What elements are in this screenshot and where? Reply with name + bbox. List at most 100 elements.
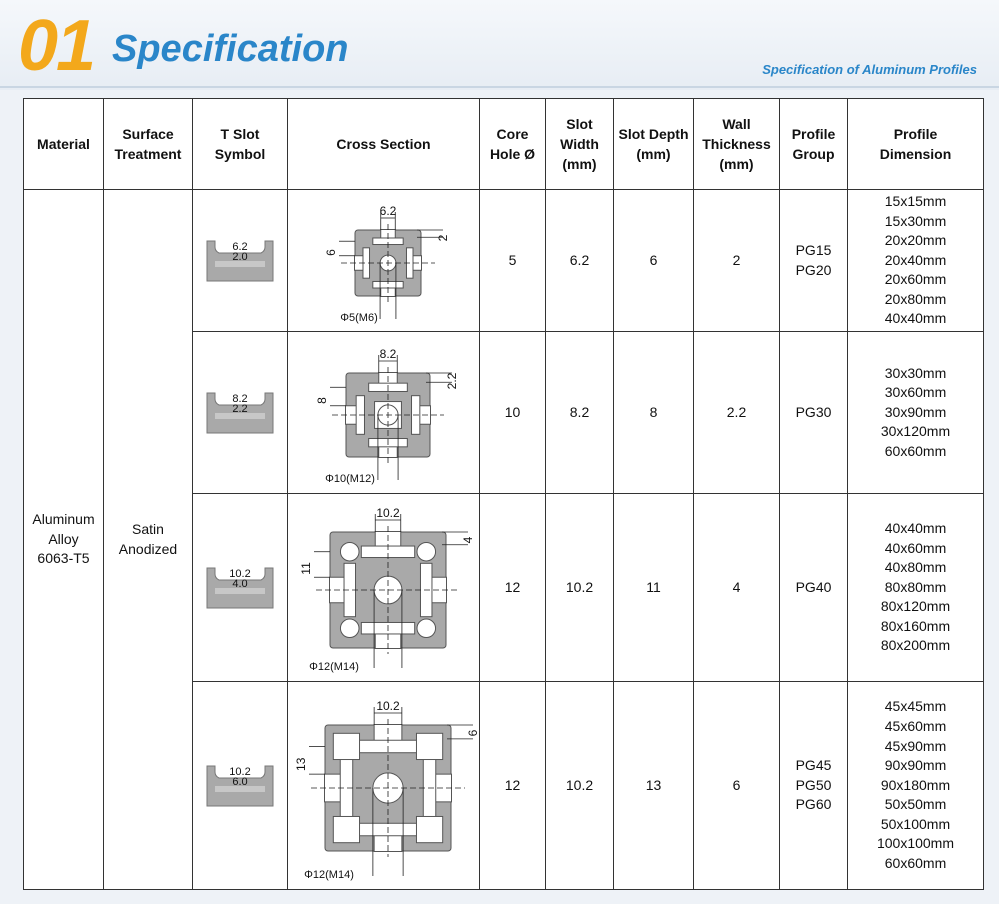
dim-width-label: 10.2 xyxy=(376,699,400,713)
profile-group-cell: PG45 PG50 PG60 xyxy=(779,681,848,890)
tslot-top-label: 10.2 xyxy=(229,568,250,580)
tslot-symbol-icon: 6.22.0 xyxy=(206,240,274,281)
profile-dimension-cell: 30x30mm 30x60mm 30x90mm 30x120mm 60x60mm xyxy=(847,331,984,494)
tslot-symbol-icon: 8.22.2 xyxy=(206,392,274,433)
col-header-material: Material xyxy=(23,98,104,190)
dim-width-label: 10.2 xyxy=(376,506,400,520)
dim-hole-label: Φ12(M14) xyxy=(304,869,354,881)
core-hole-cell: 12 xyxy=(479,493,546,682)
wall-thickness-cell: 2 xyxy=(693,189,780,332)
slot-width-cell: 6.2 xyxy=(545,189,614,332)
page-header: 01 Specification Specification of Alumin… xyxy=(0,0,999,90)
profile-corner-cavity xyxy=(332,815,360,843)
profile-corner-cavity xyxy=(415,732,443,760)
col-header-slot-depth: Slot Depth (mm) xyxy=(613,98,694,190)
profile-corner-hole xyxy=(416,541,436,562)
tslot-channel xyxy=(215,785,265,792)
dim-height-label: 11 xyxy=(299,561,313,574)
tslot-bottom-label: 4.0 xyxy=(232,578,247,590)
tslot-channel xyxy=(215,260,265,267)
header-divider xyxy=(0,86,999,88)
material-cell: Aluminum Alloy 6063-T5 xyxy=(23,189,104,890)
tslot-bottom-label: 6.0 xyxy=(232,776,247,788)
dim-depth-label: 4 xyxy=(461,536,475,543)
profile-corner-cavity xyxy=(332,732,360,760)
profile-corner-hole xyxy=(416,618,436,638)
wall-thickness-cell: 2.2 xyxy=(693,331,780,494)
core-hole-cell: 10 xyxy=(479,331,546,494)
dimension-lines xyxy=(329,354,452,480)
slot-width-cell: 10.2 xyxy=(545,681,614,890)
slot-depth-cell: 6 xyxy=(613,189,694,332)
profile-corner-hole xyxy=(339,618,360,638)
table-row: Aluminum Alloy 6063-T5 Satin Anodized 6.… xyxy=(23,189,984,890)
section-subtitle: Specification of Aluminum Profiles xyxy=(762,62,977,77)
dim-depth-label: 6 xyxy=(466,729,479,736)
dim-width-label: 8.2 xyxy=(379,347,396,361)
section-title: Specification xyxy=(112,28,349,70)
col-header-cross-section: Cross Section xyxy=(287,98,480,190)
col-header-surface: Surface Treatment xyxy=(103,98,193,190)
col-header-slot-width: Slot Width (mm) xyxy=(545,98,614,190)
profile-corner-cavity xyxy=(415,815,443,843)
tslot-symbol-icon: 10.24.0 xyxy=(206,567,274,608)
col-header-wall: Wall Thickness (mm) xyxy=(693,98,780,190)
section-number: 01 xyxy=(18,6,96,86)
surface-cell: Satin Anodized xyxy=(103,189,193,890)
profile-group-cell: PG30 xyxy=(779,331,848,494)
col-header-dimension: Profile Dimension xyxy=(847,98,984,190)
spec-table: Material Surface Treatment T Slot Symbol… xyxy=(23,98,984,890)
dimension-lines xyxy=(313,513,468,668)
dim-height-label: 8 xyxy=(315,396,329,403)
tslot-symbol-icon: 10.26.0 xyxy=(206,765,274,806)
dim-hole-label: Φ12(M14) xyxy=(309,661,359,673)
col-header-core-hole: Core Hole Ø xyxy=(479,98,546,190)
profile-dimension-cell: 15x15mm 15x30mm 20x20mm 20x40mm 20x60mm … xyxy=(847,189,984,332)
slot-depth-cell: 11 xyxy=(613,493,694,682)
wall-thickness-cell: 4 xyxy=(693,493,780,682)
dim-height-label: 13 xyxy=(294,757,308,771)
profile-group-cell: PG40 xyxy=(779,493,848,682)
tslot-top-label: 8.2 xyxy=(232,393,247,405)
tslot-top-label: 6.2 xyxy=(232,241,247,253)
table-header-row: Material Surface Treatment T Slot Symbol… xyxy=(23,98,984,190)
slot-width-cell: 8.2 xyxy=(545,331,614,494)
profile-corner-hole xyxy=(339,541,360,562)
tslot-bottom-label: 2.0 xyxy=(232,251,247,263)
tslot-channel xyxy=(215,412,265,419)
dim-width-label: 6.2 xyxy=(379,204,396,218)
profile-dimension-cell: 40x40mm 40x60mm 40x80mm 80x80mm 80x120mm… xyxy=(847,493,984,682)
col-header-tslot: T Slot Symbol xyxy=(192,98,288,190)
dim-hole-label: Φ5(M6) xyxy=(340,312,378,324)
dim-depth-label: 2.2 xyxy=(445,372,459,389)
tslot-bottom-label: 2.2 xyxy=(232,403,247,415)
tslot-top-label: 10.2 xyxy=(229,766,250,778)
tslot-channel xyxy=(215,587,265,594)
slot-depth-cell: 8 xyxy=(613,331,694,494)
dimension-lines xyxy=(308,706,473,876)
profile-group-cell: PG15 PG20 xyxy=(779,189,848,332)
wall-thickness-cell: 6 xyxy=(693,681,780,890)
dim-hole-label: Φ10(M12) xyxy=(325,473,375,485)
core-hole-cell: 5 xyxy=(479,189,546,332)
col-header-group: Profile Group xyxy=(779,98,848,190)
dim-depth-label: 2 xyxy=(436,234,450,241)
profile-dimension-cell: 45x45mm 45x60mm 45x90mm 90x90mm 90x180mm… xyxy=(847,681,984,890)
slot-depth-cell: 13 xyxy=(613,681,694,890)
slot-width-cell: 10.2 xyxy=(545,493,614,682)
